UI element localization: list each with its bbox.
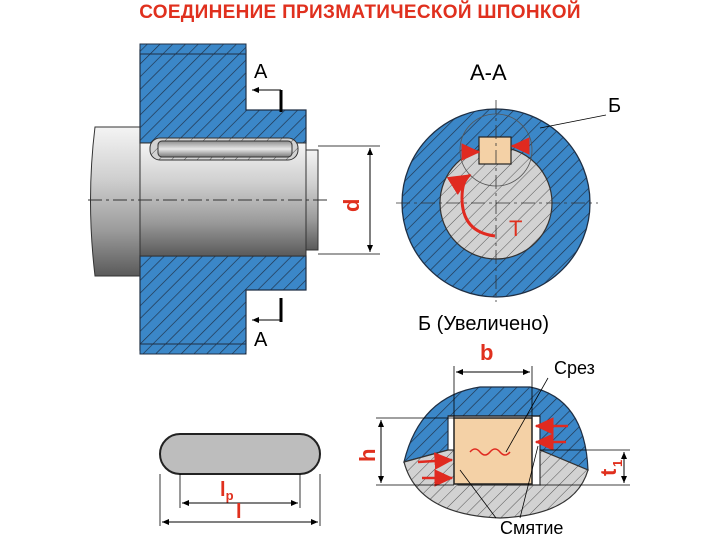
key-plan-view: lр l [159, 433, 321, 526]
torque-arrow [446, 173, 496, 238]
dimension-t1: t 1 [596, 460, 625, 476]
shaft-left [90, 126, 141, 277]
hub-bottom-edge [139, 343, 247, 355]
page-title: СОЕДИНЕНИЕ ПРИЗМАТИЧЕСКОЙ ШПОНКОЙ [139, 2, 581, 23]
key-plan [159, 433, 321, 475]
crushing-label: Смятие [500, 518, 563, 538]
detail-leader [539, 114, 607, 129]
dimension-t1-sub: 1 [610, 460, 625, 467]
key-section [478, 136, 512, 165]
dimension-h: h [355, 449, 380, 462]
section-mark-bottom: А [254, 329, 268, 351]
dimension-l: l [236, 501, 242, 523]
dimension-lp-sub: р [226, 488, 234, 503]
detail-key [453, 417, 533, 485]
shaft-end [305, 149, 319, 251]
shear-label: Срез [554, 358, 595, 378]
crush-leader-right [519, 445, 539, 519]
shear-leader [505, 377, 549, 453]
key-top [157, 140, 293, 158]
crush-leader-left [459, 469, 497, 519]
section-title: А-А [470, 60, 507, 85]
shear-line [469, 448, 511, 456]
crush-arrow-left-top [417, 452, 454, 470]
dimension-lp-main: l [220, 479, 226, 501]
section-mark-top: А [254, 61, 268, 83]
torque-label: T [509, 216, 522, 241]
dimension-t1-main: t [596, 468, 621, 476]
longitudinal-view: А А d [88, 43, 380, 355]
hub-top-edge [139, 43, 247, 55]
dimension-b: b [480, 340, 493, 365]
detail-caption: Б (Увеличено) [418, 313, 549, 335]
dimension-lp: lр [220, 479, 234, 503]
cross-section-view: А-А Б T Б (Увеличено) [396, 60, 621, 335]
detail-view: b Срез h t 1 Смятие [355, 340, 630, 538]
dimension-d: d [339, 199, 364, 212]
detail-mark: Б [608, 95, 621, 117]
